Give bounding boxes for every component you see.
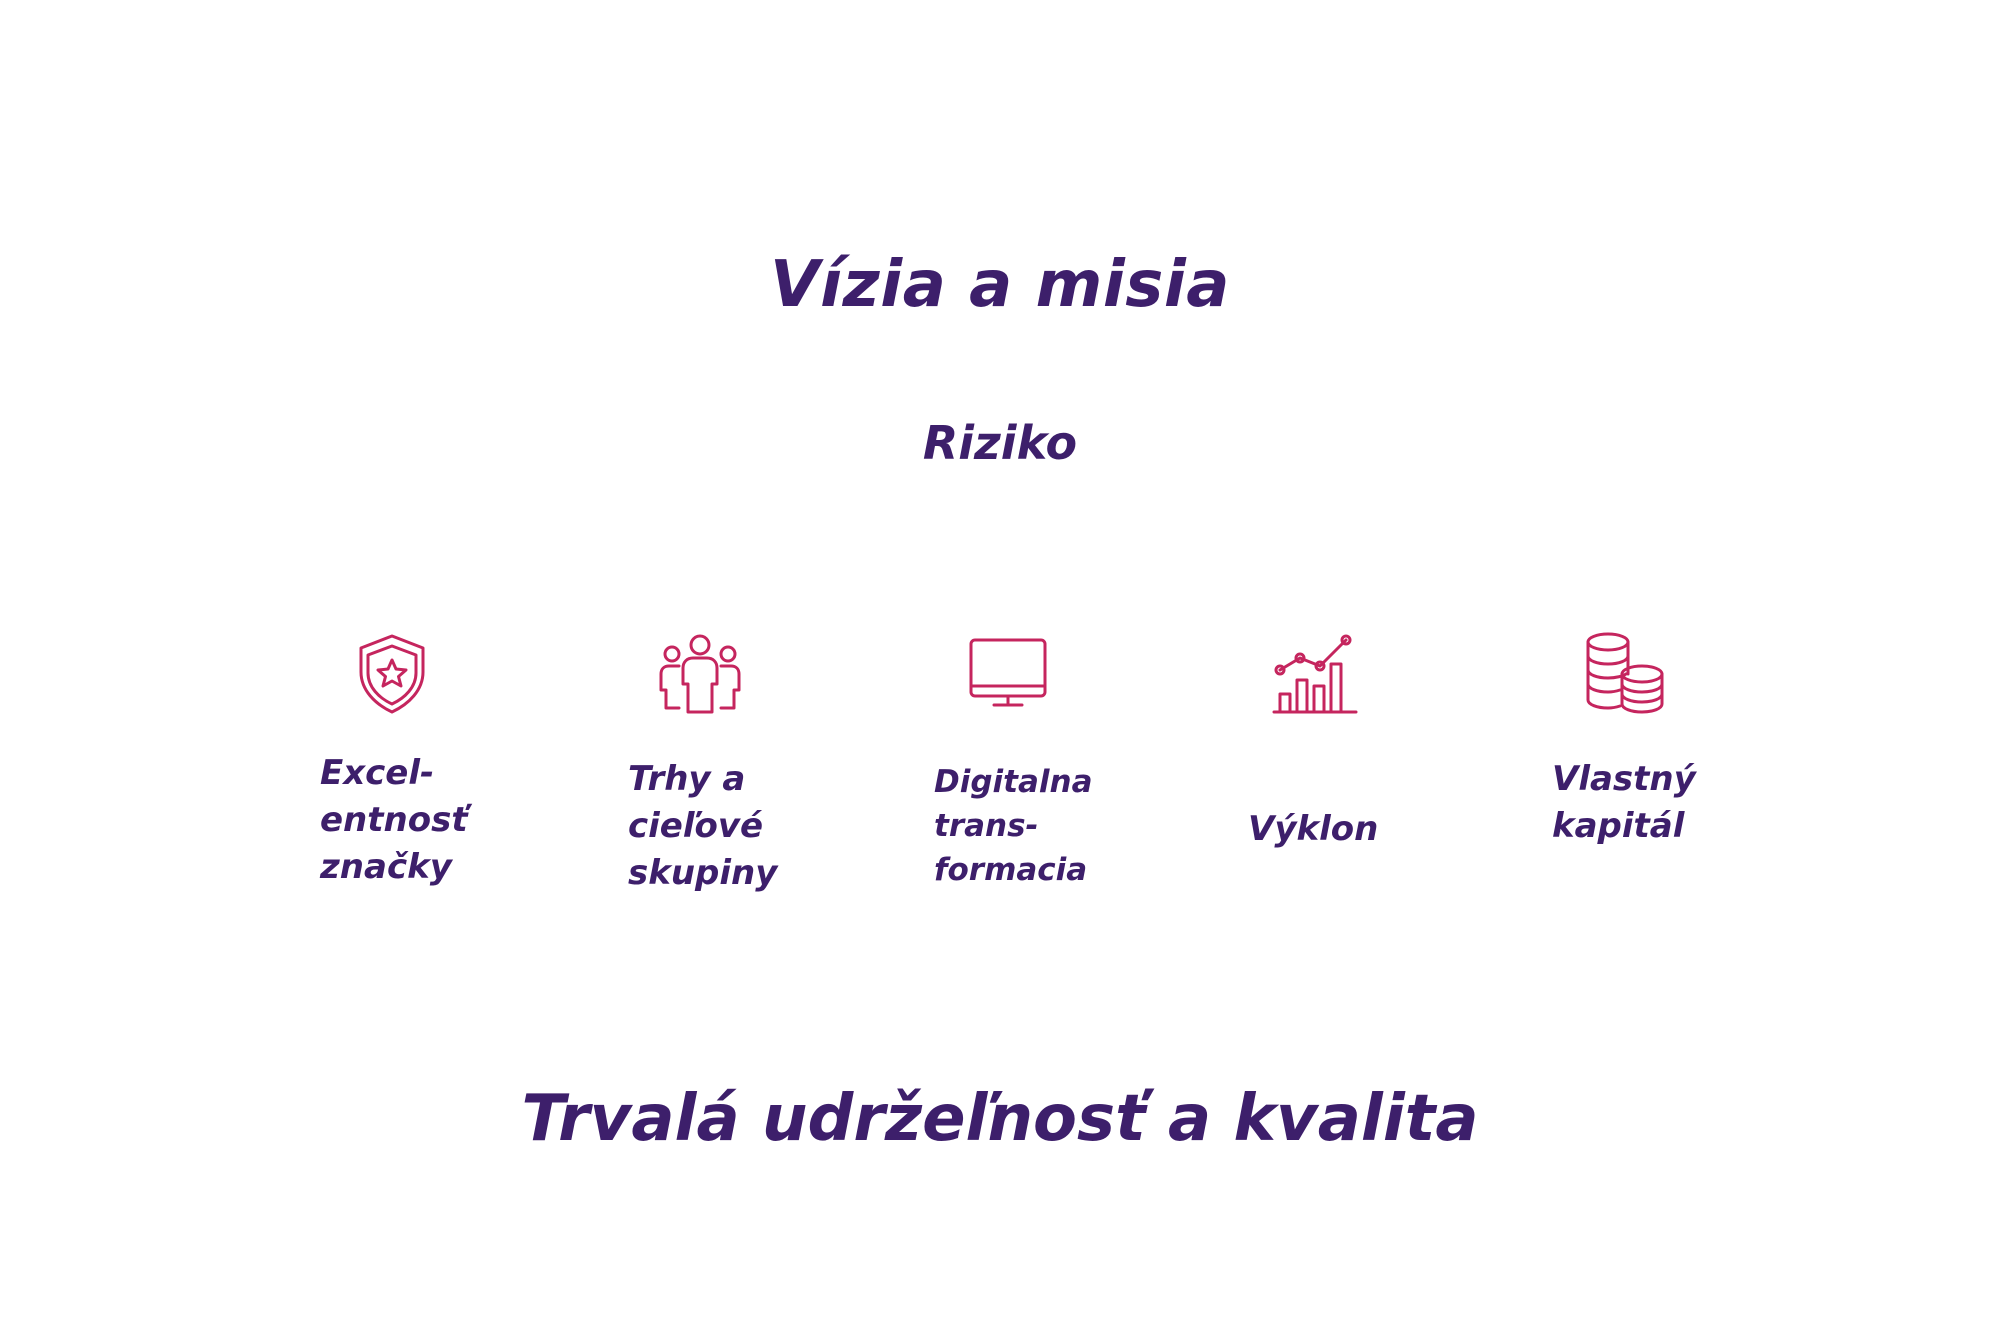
pillar-label-digital: Digitalna trans- formacia (934, 764, 1093, 888)
bottom-heading: Trvalá udržeľnosť a kvalita (521, 1082, 1479, 1156)
monitor-icon (963, 628, 1053, 718)
page-title: Vízia a misia (770, 248, 1230, 322)
pillar-label-equity: Vlastný kapitál (1552, 759, 1696, 846)
growth-chart-icon (1270, 628, 1360, 718)
section-subtitle: Riziko (922, 416, 1078, 470)
pillar-label-markets: Trhy a cieľové skupiny (628, 759, 778, 893)
pillar-label-brand: Excel- entnosť značky (320, 753, 468, 887)
pillar-label-performance: Výklon (1248, 809, 1379, 849)
shield-star-icon (347, 628, 437, 718)
people-group-icon (655, 628, 745, 718)
coins-icon (1578, 628, 1668, 718)
